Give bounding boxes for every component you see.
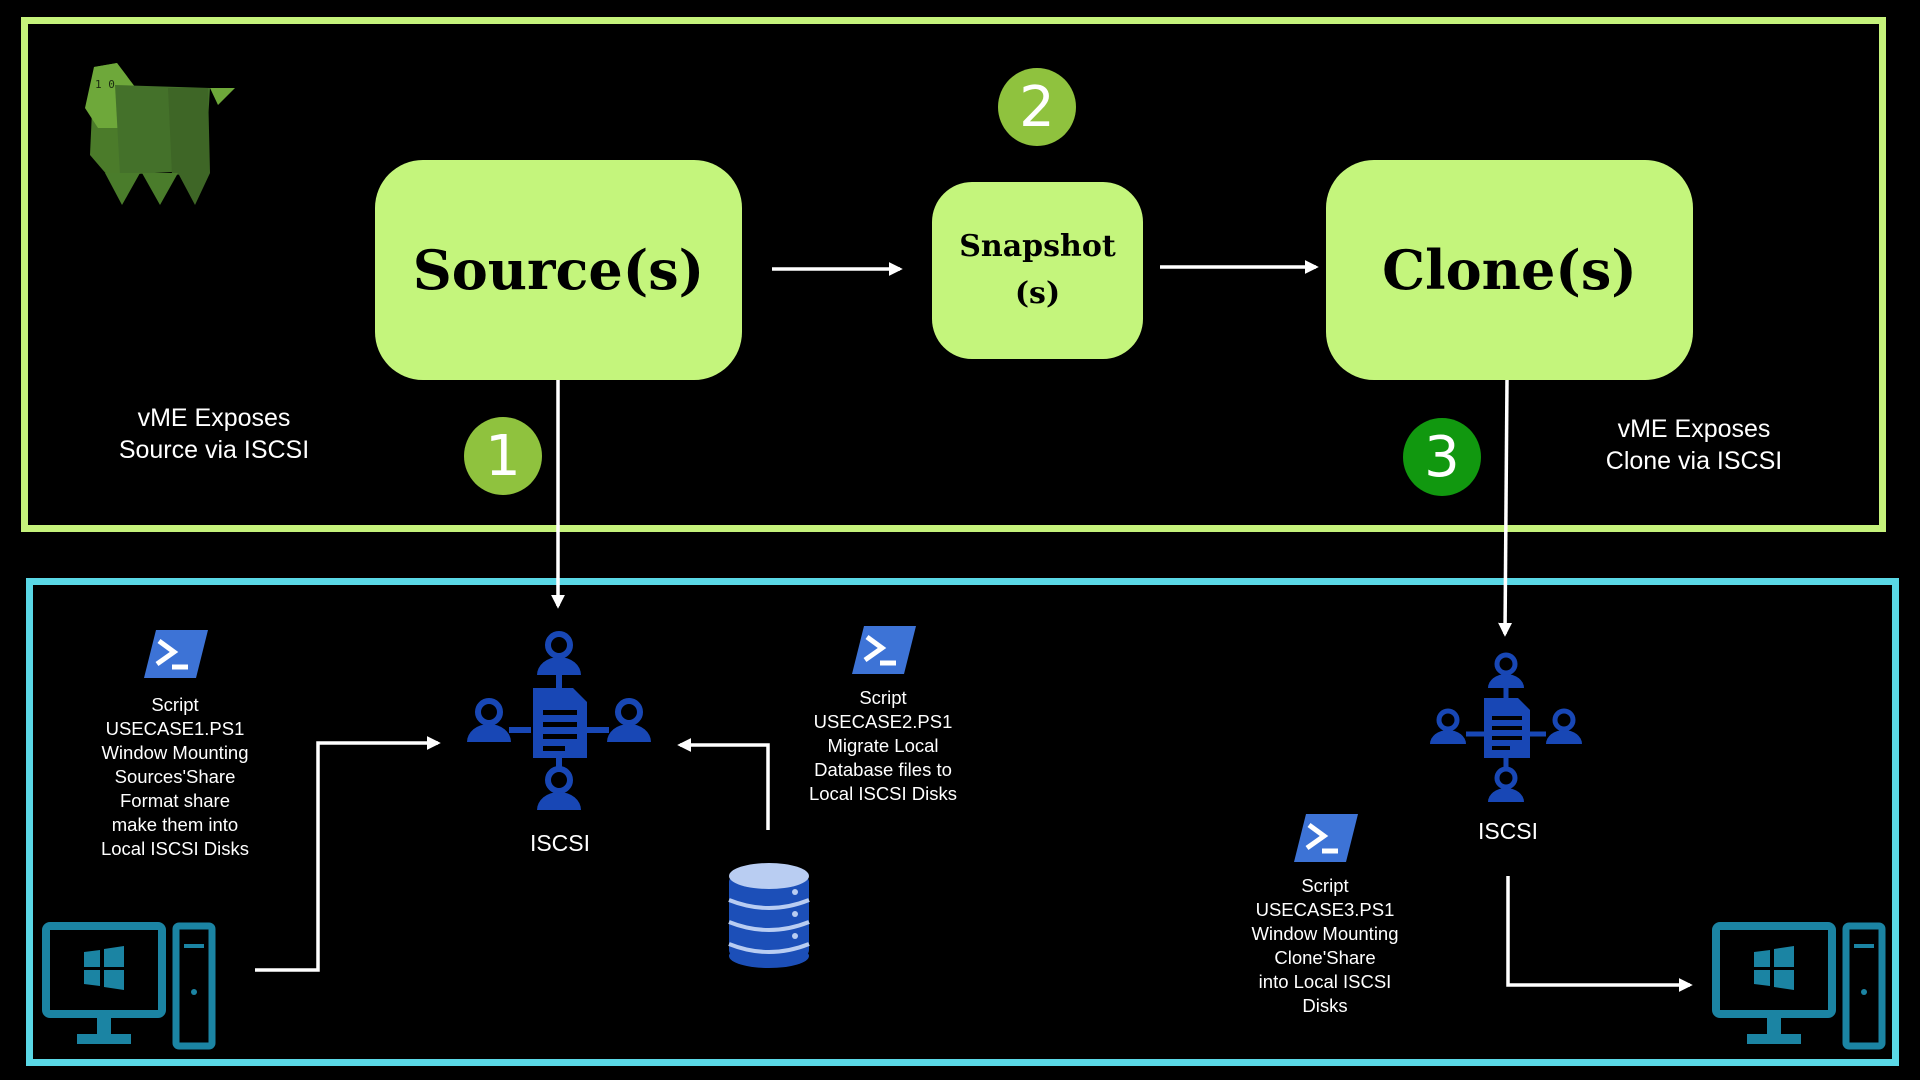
arrow-pc-to-iscsi xyxy=(255,736,441,972)
powershell-icon xyxy=(1294,814,1358,862)
vme-frame xyxy=(21,17,1886,532)
note-line: Local ISCSI Disks xyxy=(808,783,958,804)
logo-icon: 1 0 xyxy=(85,63,235,205)
note-line: Disks xyxy=(1302,995,1348,1016)
note-line: Clone'Share xyxy=(1274,947,1376,968)
note-line: Format share xyxy=(119,790,230,811)
script-note-usecase2: Script USECASE2.PS1 Migrate Local Databa… xyxy=(780,686,986,806)
expose-clone-line1: vME Exposes xyxy=(1617,415,1771,443)
note-line: Migrate Local xyxy=(827,735,939,756)
powershell-icon xyxy=(144,630,208,678)
script-note-usecase3: Script USECASE3.PS1 Window Mounting Clon… xyxy=(1224,874,1426,1018)
note-line: USECASE1.PS1 xyxy=(105,718,245,739)
script-note-usecase1: Script USECASE1.PS1 Window Mounting Sour… xyxy=(75,693,275,861)
arrow-iscsi-to-pc xyxy=(1506,876,1693,992)
source-label: Source(s) xyxy=(412,238,705,302)
note-line: Local ISCSI Disks xyxy=(100,838,250,859)
snapshot-node: Snapshot (s) xyxy=(932,182,1143,359)
step-1-badge: 1 xyxy=(464,417,542,495)
expose-clone-line2: Clone via ISCSI xyxy=(1605,447,1783,475)
step-2-badge: 2 xyxy=(998,68,1076,146)
step-3-badge: 3 xyxy=(1403,418,1481,496)
note-line: Script xyxy=(151,694,199,715)
iscsi-network-icon xyxy=(467,631,651,810)
arrow-clone-to-iscsi xyxy=(1498,379,1513,637)
powershell-icon xyxy=(852,626,916,674)
arrow-db-to-iscsi xyxy=(677,738,770,830)
iscsi-label: ISCSI xyxy=(1477,818,1539,844)
expose-source-line2: Source via ISCSI xyxy=(118,436,310,464)
iscsi-label: ISCSI xyxy=(529,830,591,856)
note-line: Database files to xyxy=(814,759,952,780)
note-line: into Local ISCSI xyxy=(1258,971,1392,992)
expose-clone-label: vME Exposes Clone via ISCSI xyxy=(1570,413,1818,477)
note-line: Window Mounting xyxy=(101,742,249,763)
snapshot-label-line1: Snapshot xyxy=(959,229,1116,264)
note-line: USECASE3.PS1 xyxy=(1255,899,1395,920)
note-line: USECASE2.PS1 xyxy=(813,711,953,732)
source-node: Source(s) xyxy=(375,160,742,380)
expose-source-label: vME Exposes Source via ISCSI xyxy=(98,402,330,466)
expose-source-line1: vME Exposes xyxy=(137,404,291,432)
note-line: Script xyxy=(1301,875,1349,896)
iscsi-network-icon xyxy=(1430,652,1582,802)
snapshot-label-line2: (s) xyxy=(1014,275,1061,311)
note-line: Window Mounting xyxy=(1251,923,1399,944)
windows-pc-icon xyxy=(42,922,216,1050)
note-line: Script xyxy=(859,687,907,708)
clone-node: Clone(s) xyxy=(1326,160,1693,380)
note-line: Sources'Share xyxy=(114,766,236,787)
clone-label: Clone(s) xyxy=(1382,238,1637,302)
note-line: make them into xyxy=(111,814,239,835)
windows-host-frame xyxy=(26,578,1899,1066)
windows-pc-icon xyxy=(1712,922,1886,1050)
logo-text: 1 0 xyxy=(95,78,115,91)
database-icon xyxy=(728,863,810,968)
